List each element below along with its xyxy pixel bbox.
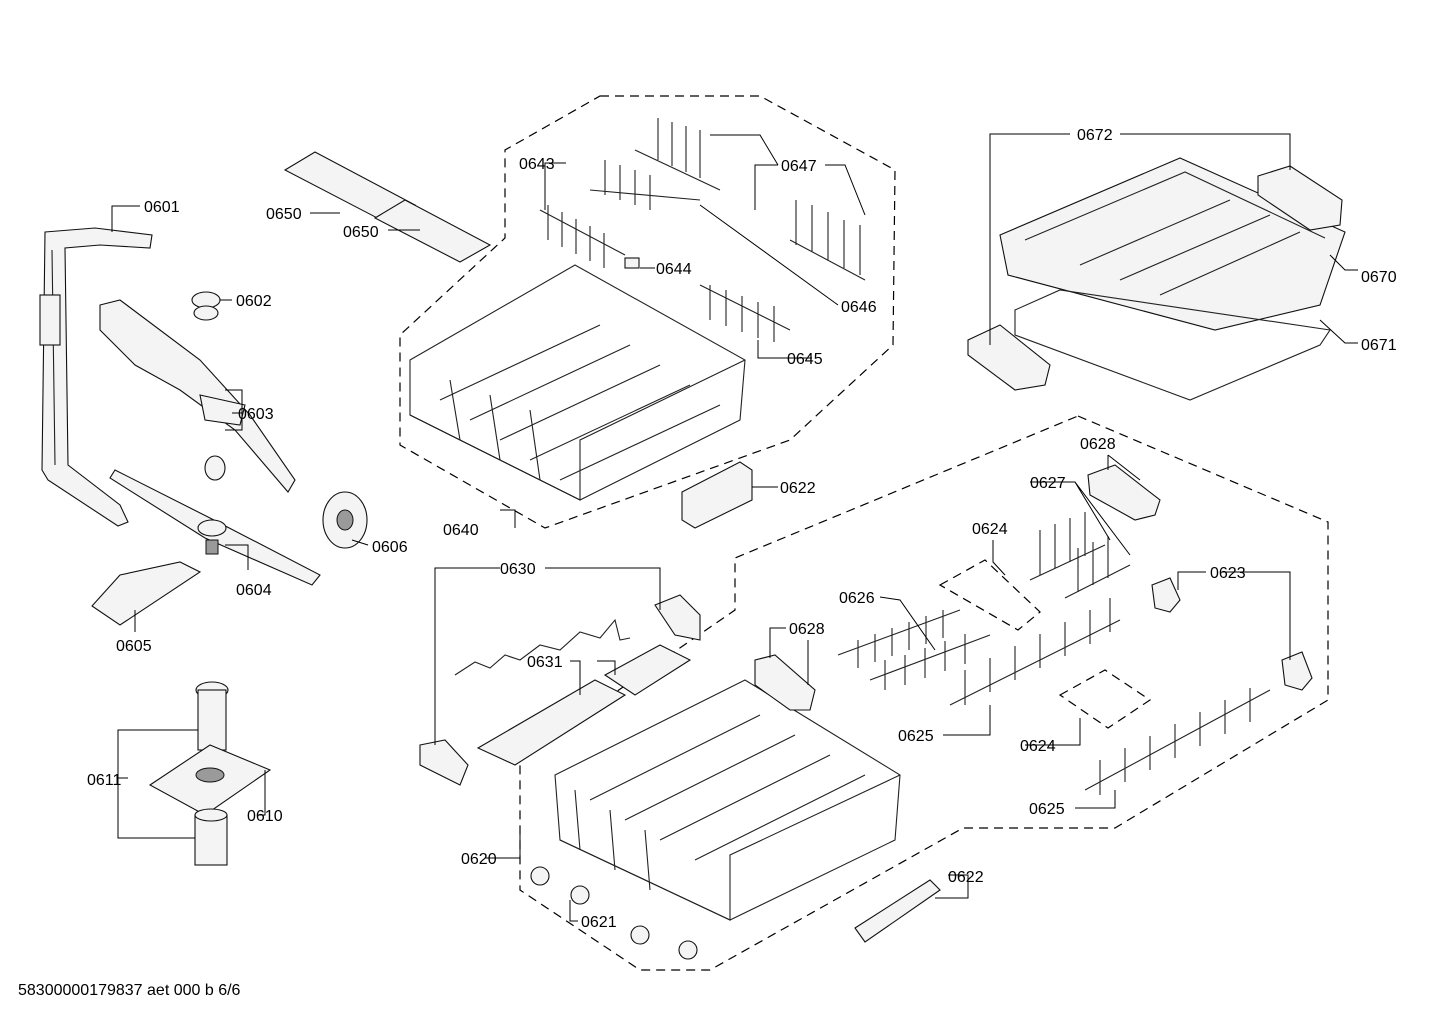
wire-rod-0630 (454, 618, 631, 676)
supply-pipe-0601 (39, 227, 153, 527)
label-0622-upper: 0622 (780, 480, 816, 497)
tine-row-0645 (699, 284, 791, 342)
cutlery-shelf-0650-lower (373, 199, 492, 263)
label-0671: 0671 (1361, 337, 1397, 354)
tine-rack-0625-upper (949, 598, 1121, 706)
label-0670: 0670 (1361, 269, 1397, 286)
handle-0622-lower (854, 879, 941, 943)
label-0647: 0647 (781, 158, 817, 175)
label-0606: 0606 (372, 539, 408, 556)
label-0625-upper: 0625 (898, 728, 934, 745)
nozzle-0602 (191, 291, 221, 321)
label-0627: 0627 (1030, 475, 1066, 492)
label-0605: 0605 (116, 638, 152, 655)
tine-rack-0626 (837, 609, 991, 690)
label-0640: 0640 (443, 522, 479, 539)
label-0601: 0601 (144, 199, 180, 216)
label-0650-upper: 0650 (266, 206, 302, 223)
sieve-disc-0606 (322, 491, 368, 549)
tray-side-part-0672-left (967, 324, 1051, 391)
label-0631: 0631 (527, 654, 563, 671)
tine-rack-0625-lower (1084, 688, 1271, 795)
tray-rail-0671 (1014, 289, 1331, 401)
filter-cover-0605 (91, 561, 202, 626)
label-0611: 0611 (87, 772, 122, 789)
label-0645: 0645 (787, 351, 823, 368)
clip-set-0624-upper (938, 559, 1041, 631)
label-0623: 0623 (1210, 565, 1246, 582)
tine-rack-0627 (1029, 512, 1131, 599)
handle-0622-upper (681, 461, 753, 529)
cup-shelf-0631-right (603, 644, 692, 696)
lower-spray-arm-0604 (109, 469, 321, 586)
upper-spray-arm-0603 (99, 299, 296, 493)
leader-lines (111, 133, 1358, 922)
bracket-0630-lower (419, 739, 469, 786)
tine-row-0643 (539, 205, 626, 268)
tine-row-0647 (634, 118, 866, 281)
label-0628-upper: 0628 (1080, 436, 1116, 453)
label-0604: 0604 (236, 582, 272, 599)
label-0643: 0643 (519, 156, 555, 173)
drawing-code: 58300000179837 aet 000 b 6/6 (18, 982, 241, 999)
clip-set-0624-lower (1058, 669, 1152, 729)
holder-0623-lower (1281, 651, 1313, 691)
holder-0628-lower (754, 654, 816, 711)
label-0602: 0602 (236, 293, 272, 310)
label-0603: 0603 (238, 406, 274, 423)
label-0672: 0672 (1077, 127, 1113, 144)
label-0650-lower: 0650 (343, 224, 379, 241)
label-0644: 0644 (656, 261, 692, 278)
label-0610: 0610 (247, 808, 283, 825)
label-0626: 0626 (839, 590, 875, 607)
lower-basket-group-outline (519, 415, 1329, 971)
cutlery-tray-0670 (999, 157, 1346, 331)
filter-assembly-0610 (148, 681, 272, 816)
label-0624-lower: 0624 (1020, 738, 1056, 755)
label-0622-lower: 0622 (948, 869, 984, 886)
label-0630: 0630 (500, 561, 536, 578)
bracket-0630 (654, 594, 701, 641)
label-0621: 0621 (581, 914, 617, 931)
label-0624-upper: 0624 (972, 521, 1008, 538)
holder-0623-upper (1151, 577, 1181, 613)
label-0625-lower: 0625 (1029, 801, 1065, 818)
label-0628-lower: 0628 (789, 621, 825, 638)
upper-basket-group-outline (399, 95, 896, 529)
upper-basket-0640 (409, 264, 746, 501)
micro-filter-0611 (194, 808, 228, 866)
clip-0644 (624, 257, 640, 269)
rollers-0621 (530, 866, 698, 960)
cup-shelf-0631-left (476, 679, 627, 766)
holder-0628-upper (1087, 464, 1161, 521)
label-0646: 0646 (841, 299, 877, 316)
lower-basket-0620 (554, 679, 901, 921)
tine-row-0646 (589, 160, 701, 210)
label-0620: 0620 (461, 851, 497, 868)
